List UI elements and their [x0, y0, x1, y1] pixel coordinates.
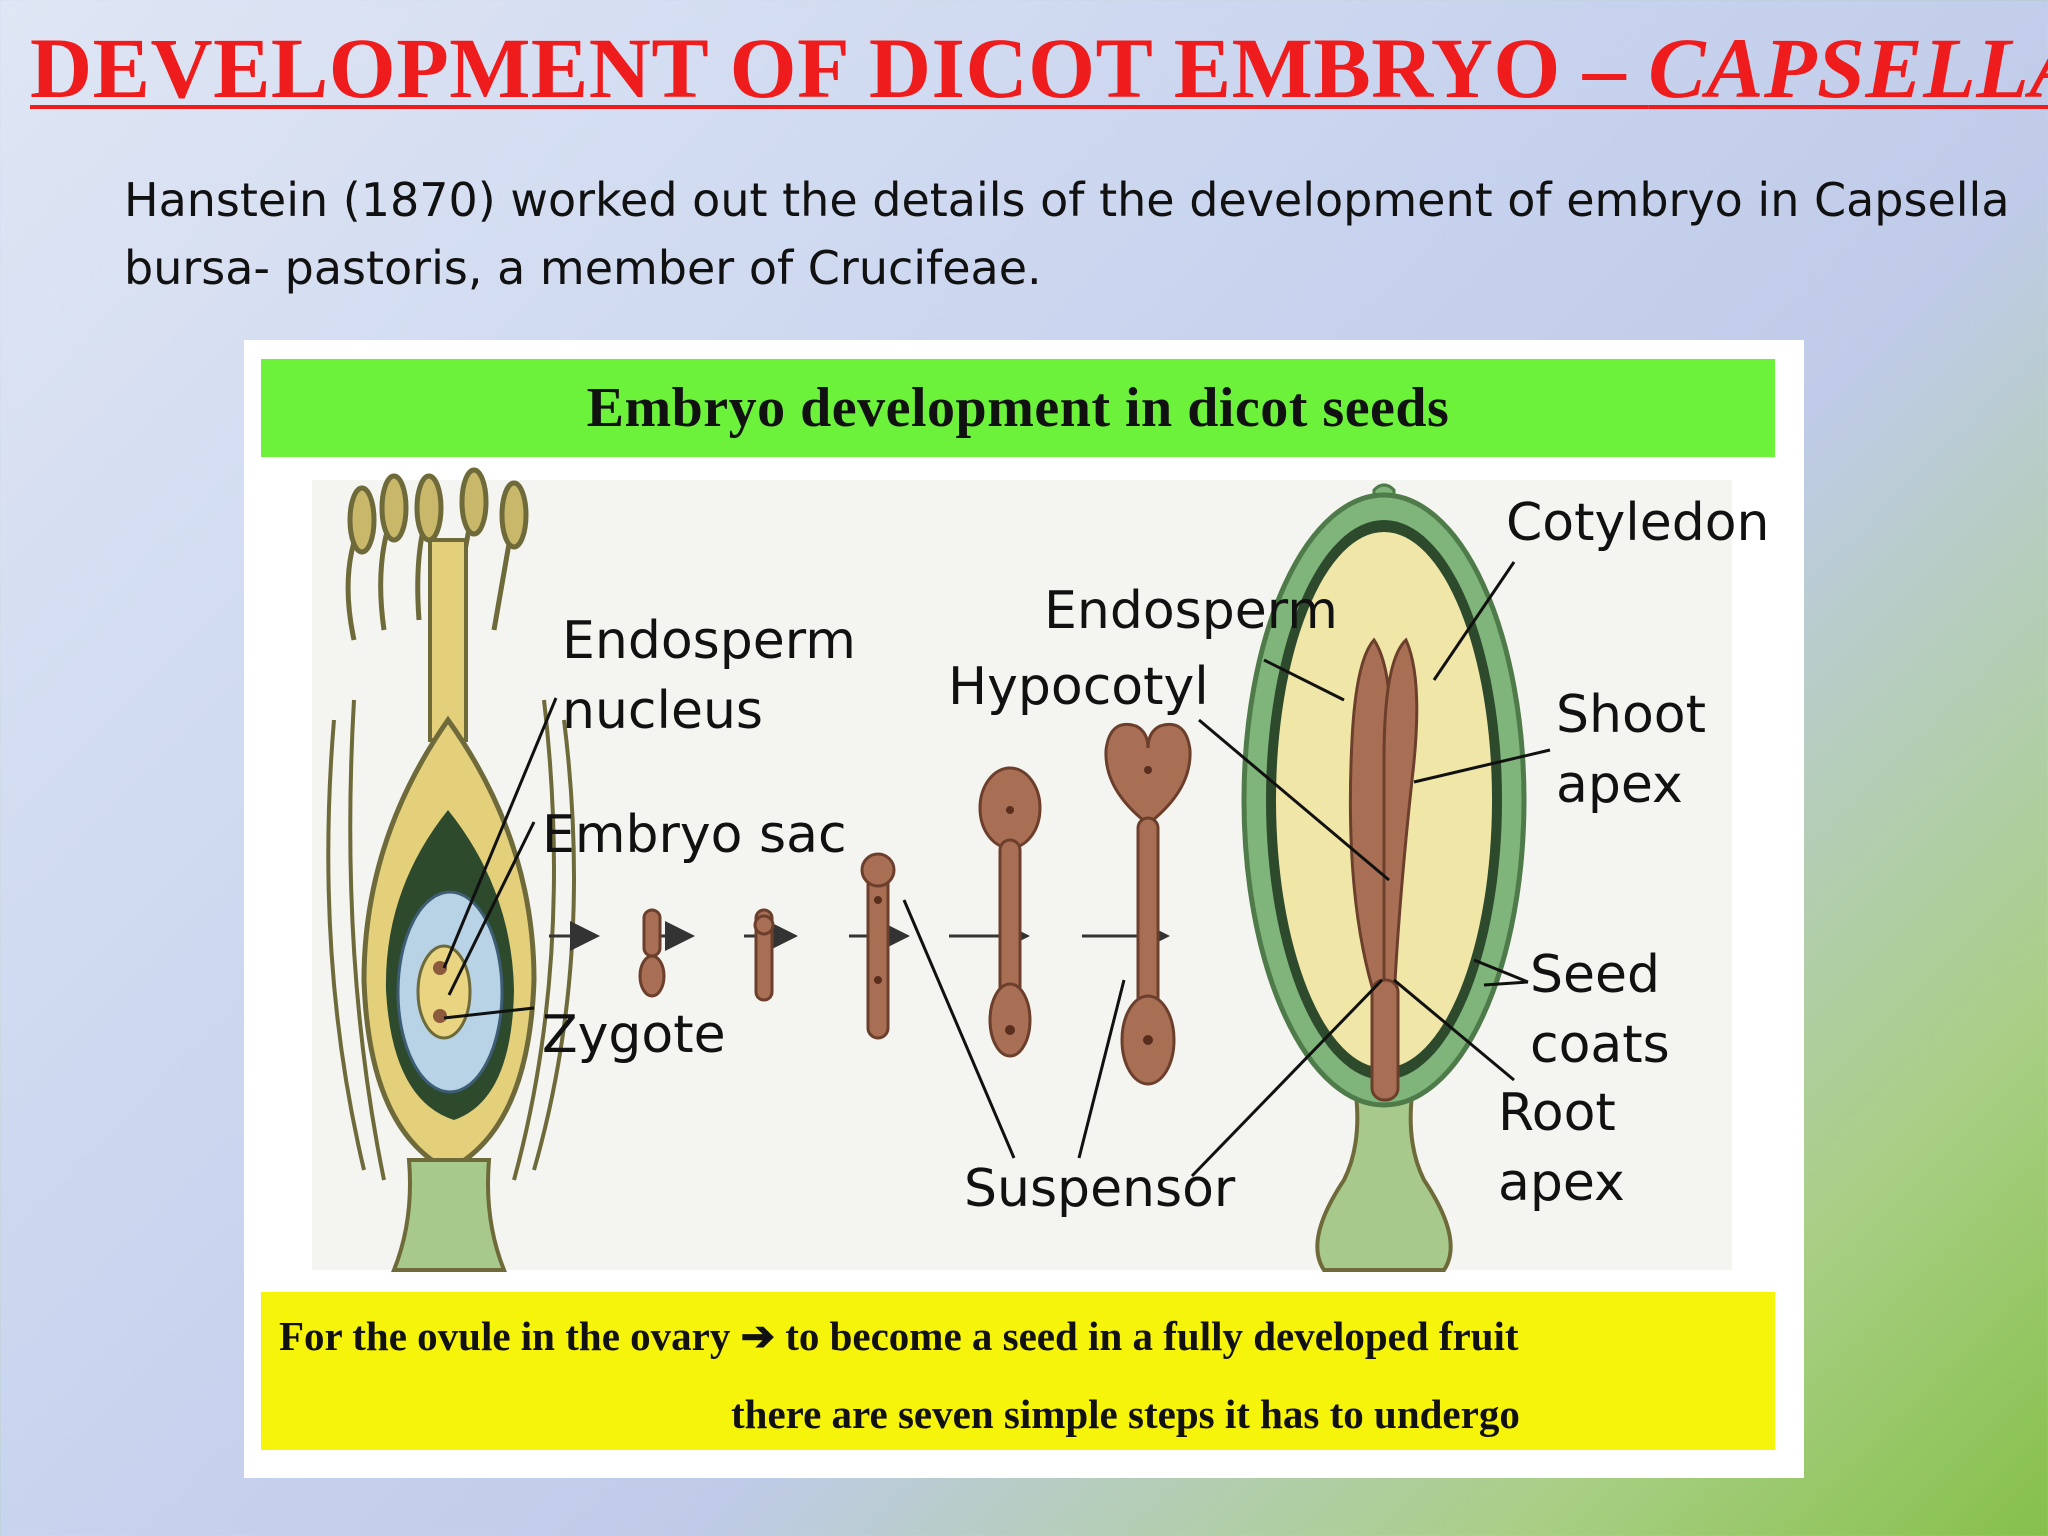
label-zygote: Zygote [542, 1005, 726, 1065]
label-root-apex-line1: Root [1498, 1083, 1616, 1143]
embryo-figure: Embryo development in dicot seeds [244, 340, 1804, 1478]
label-shoot-apex-line1: Shoot [1556, 685, 1706, 745]
figure-footer: For the ovule in the ovary ➔ to become a… [261, 1292, 1775, 1450]
embryo-stage-3 [860, 852, 896, 1040]
slide-title-italic: CAPSELLA [1648, 20, 2048, 116]
footer-line-1: For the ovule in the ovary ➔ to become a… [279, 1312, 1519, 1360]
left-leader-lines [442, 697, 558, 1020]
embryo-dots [874, 766, 1153, 1045]
mature-seed-illustration [1241, 483, 1527, 1272]
slide-title: DEVELOPMENT OF DICOT EMBRYO – CAPSELLA [30, 18, 2048, 118]
label-suspensor: Suspensor [964, 1159, 1236, 1219]
label-seed-coats-line1: Seed [1530, 945, 1660, 1005]
footer-line-1-start: For the ovule in the ovary [279, 1313, 731, 1359]
label-hypocotyl: Hypocotyl [948, 657, 1209, 717]
flower-ovary-illustration [326, 467, 576, 1272]
label-shoot-apex-line2: apex [1556, 755, 1683, 815]
figure-banner: Embryo development in dicot seeds [261, 359, 1775, 457]
label-root-apex-line2: apex [1498, 1153, 1625, 1213]
label-endosperm-nucleus-line1: Endosperm [562, 611, 856, 671]
label-endosperm-nucleus-line2: nucleus [562, 681, 763, 741]
right-leader-lines [902, 561, 1551, 1178]
footer-line-1-end: to become a seed in a fully developed fr… [785, 1313, 1519, 1359]
label-cotyledon: Cotyledon [1506, 493, 1770, 553]
footer-line-2: there are seven simple steps it has to u… [731, 1391, 1520, 1437]
label-embryo-sac: Embryo sac [542, 805, 847, 865]
label-seed-coats-line2: coats [1530, 1015, 1670, 1075]
diagram-labels: Endosperm nucleus Embryo sac Zygote Endo… [542, 493, 1770, 1219]
slide-title-main: DEVELOPMENT OF DICOT EMBRYO – [30, 20, 1649, 116]
embryo-diagram: Endosperm nucleus Embryo sac Zygote Endo… [312, 467, 1770, 1272]
intro-paragraph: Hanstein (1870) worked out the details o… [124, 173, 2010, 295]
embryo-stage-2 [753, 908, 775, 1002]
right-arrow-icon: ➔ [740, 1313, 775, 1359]
label-endosperm: Endosperm [1044, 581, 1338, 641]
embryo-stage-1 [638, 908, 666, 998]
